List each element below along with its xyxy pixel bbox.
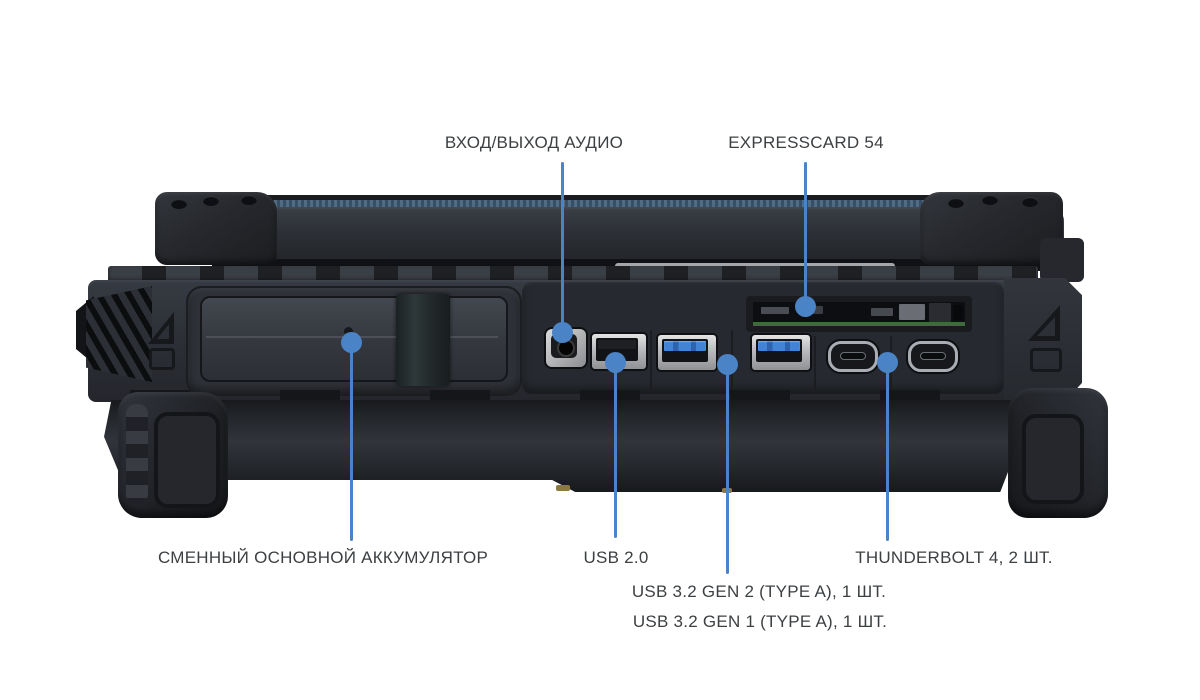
battery-callout-line xyxy=(350,343,353,541)
audio-label: ВХОД/ВЫХОД АУДИО xyxy=(444,133,624,152)
battery-pull-strap xyxy=(396,294,450,386)
thunderbolt-callout-line xyxy=(886,362,889,541)
panel-seam xyxy=(650,330,652,390)
lid-closed-screen xyxy=(198,207,1064,264)
usb2-callout-dot xyxy=(605,352,626,373)
thunderbolt-label: THUNDERBOLT 4, 2 ШТ. xyxy=(855,548,1053,567)
bottom-screw-brass xyxy=(556,485,570,491)
audio-callout-dot xyxy=(552,322,573,343)
bottom-chassis xyxy=(104,400,1028,492)
left-latch-triangle xyxy=(148,312,174,344)
panel-seam xyxy=(814,336,816,390)
usb-3-2-port-1 xyxy=(656,333,718,372)
right-hinge-bumper xyxy=(920,192,1063,265)
right-rubber-foot xyxy=(1008,388,1108,518)
battery-screw xyxy=(344,327,353,336)
battery-callout-dot xyxy=(341,332,362,353)
left-latch-square xyxy=(149,348,175,370)
usb32-callout-line xyxy=(726,364,729,574)
expresscard-label: EXPRESSCARD 54 xyxy=(728,133,884,152)
left-hinge-bumper xyxy=(155,192,277,265)
left-rubber-foot xyxy=(118,392,228,518)
audio-callout-line xyxy=(561,162,564,334)
expresscard-callout-line xyxy=(804,162,807,309)
thunderbolt-4-port-1 xyxy=(828,341,878,372)
usb32-gen2-label: USB 3.2 GEN 2 (TYPE A), 1 ШТ. xyxy=(631,582,887,601)
usb32-gen1-label: USB 3.2 GEN 1 (TYPE A), 1 ШТ. xyxy=(632,612,888,631)
lower-vent-slots xyxy=(130,390,1010,400)
battery-label: СМЕННЫЙ ОСНОВНОЙ АККУМУЛЯТОР xyxy=(157,548,489,567)
usb-3-2-port-2 xyxy=(750,333,812,372)
right-latch-triangle xyxy=(1028,305,1060,341)
expresscard-callout-dot xyxy=(795,296,816,317)
right-latch-square xyxy=(1030,348,1062,372)
usb2-label: USB 2.0 xyxy=(583,548,649,567)
usb32-callout-dot xyxy=(717,354,738,375)
usb2-callout-line xyxy=(614,362,617,538)
left-vent-fins xyxy=(86,286,152,382)
expresscard-54-slot xyxy=(746,296,972,332)
removable-main-battery xyxy=(200,296,508,382)
thunderbolt-callout-dot xyxy=(877,352,898,373)
thunderbolt-4-port-2 xyxy=(908,341,958,372)
right-hinge-step xyxy=(1040,238,1084,282)
lid-top-edge xyxy=(218,195,1050,202)
lid-blue-stripe xyxy=(226,200,1044,211)
